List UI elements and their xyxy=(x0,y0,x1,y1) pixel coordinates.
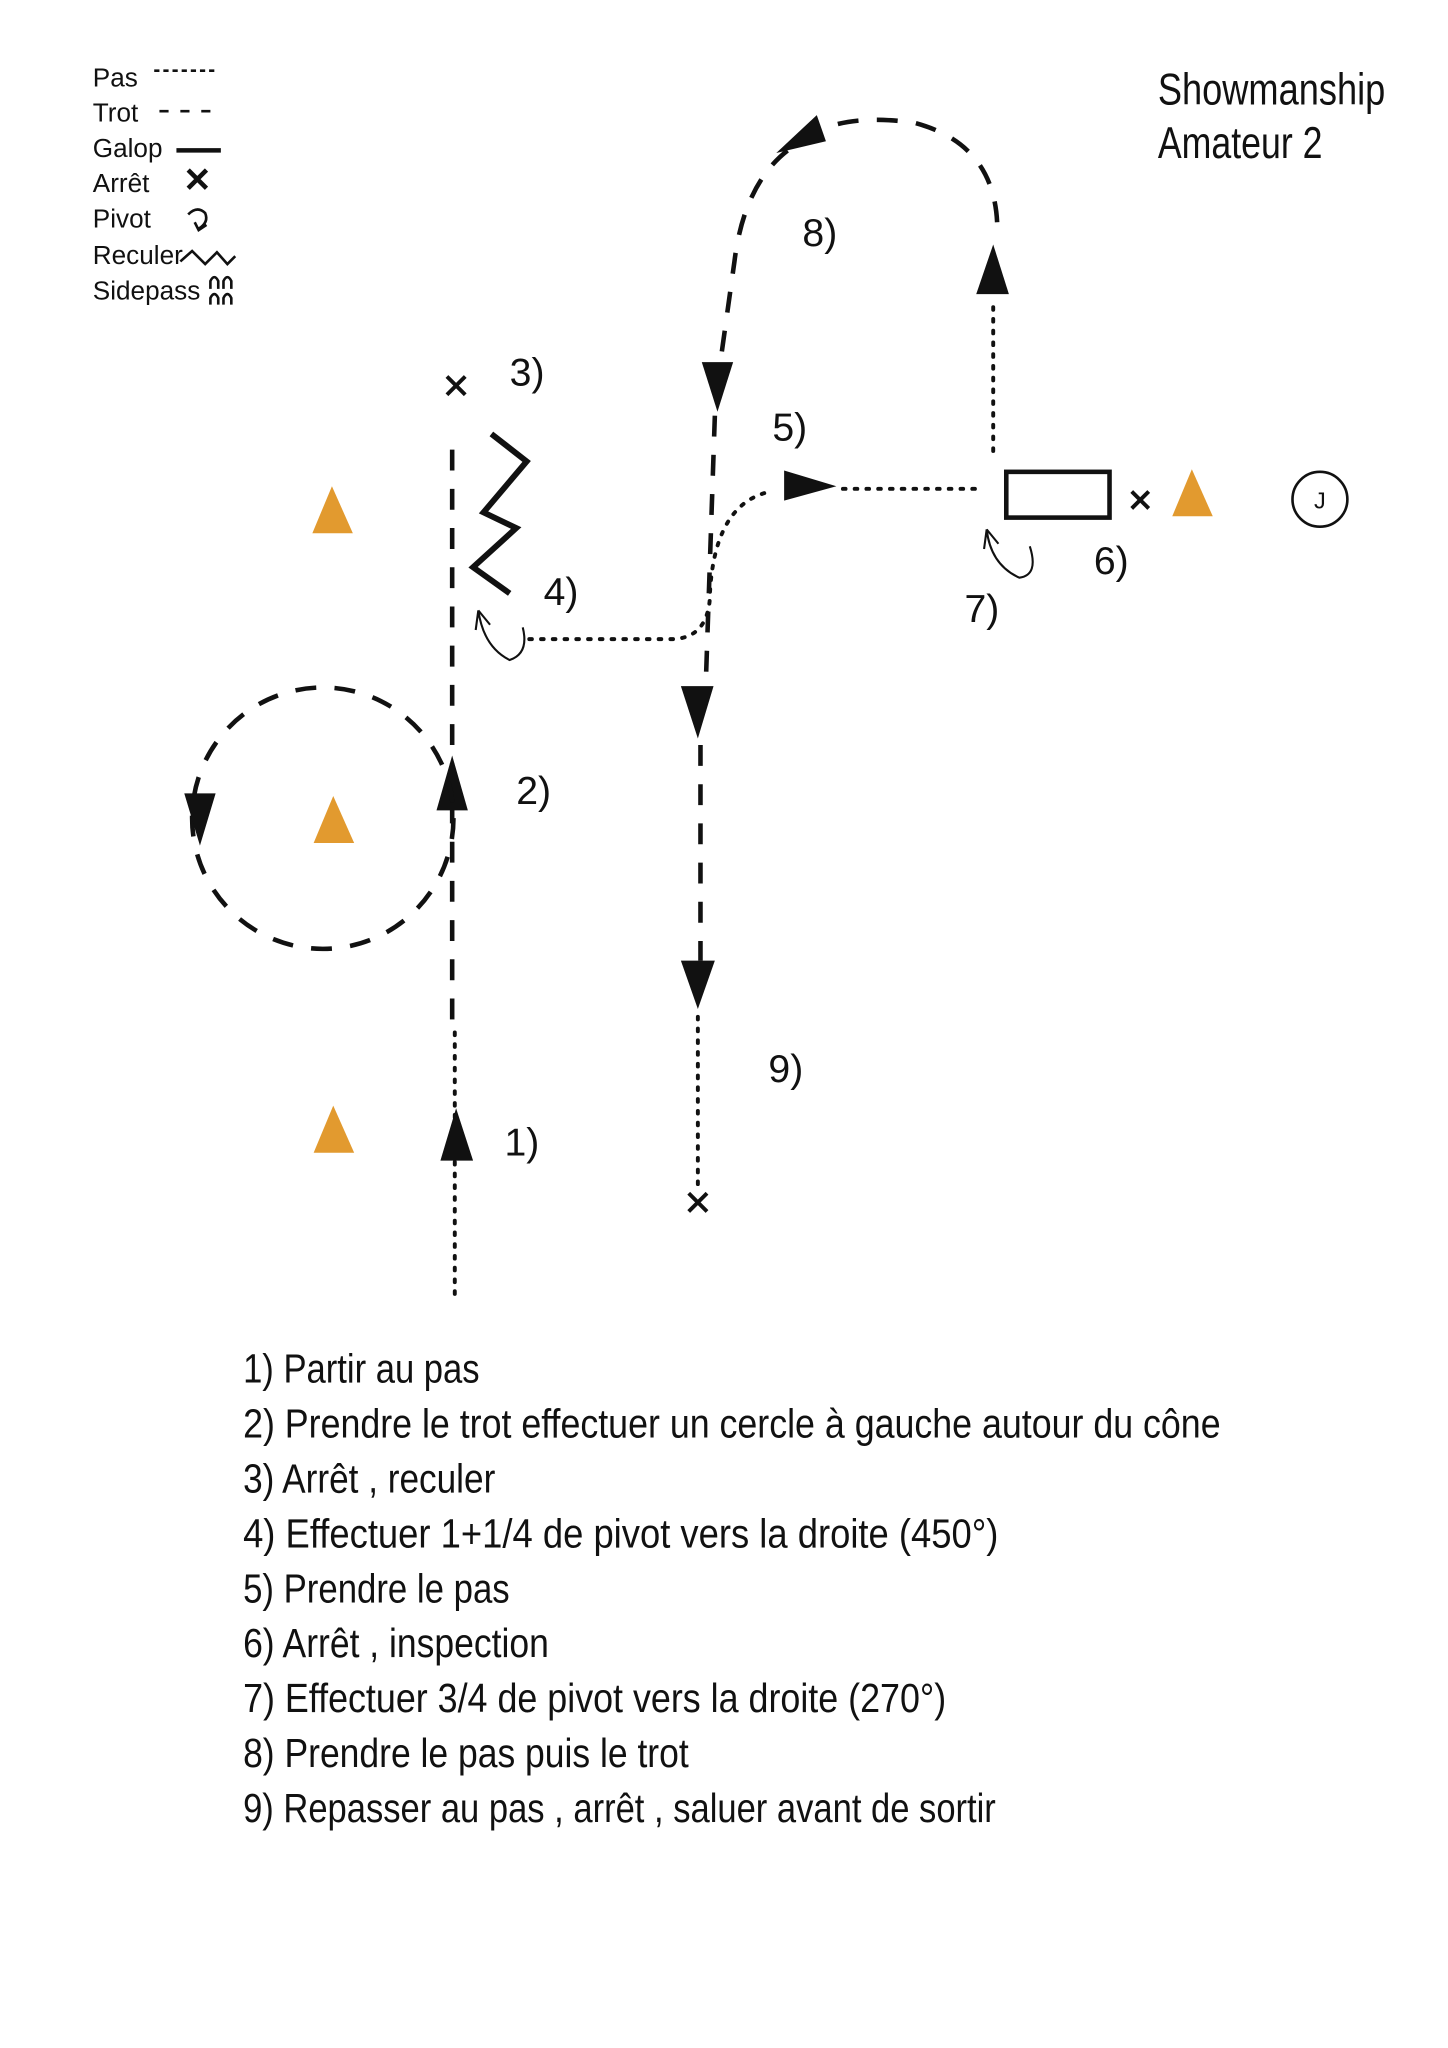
step-label-6: 6) xyxy=(1094,540,1129,583)
title-line-2: Amateur 2 xyxy=(1158,119,1323,168)
arrow-left-icon xyxy=(776,115,826,153)
path-trot-8 xyxy=(713,117,1000,393)
zigzag-icon xyxy=(179,249,237,266)
arrow-down-icon xyxy=(701,362,734,412)
instruction-item: 1) Partir au pas xyxy=(243,1346,480,1392)
arrow-down-icon xyxy=(680,960,715,1009)
instruction-item: 9) Repasser au pas , arrêt , saluer avan… xyxy=(243,1785,996,1831)
step-label-3: 3) xyxy=(510,352,545,395)
legend-label-galop: Galop xyxy=(93,133,163,163)
arrow-up-icon xyxy=(976,244,1009,295)
stop-x-icon xyxy=(1130,490,1151,510)
trot-circle xyxy=(189,685,456,952)
step-label-4: 4) xyxy=(544,571,579,614)
instruction-item: 8) Prendre le pas puis le trot xyxy=(243,1730,689,1776)
legend-label-reculer: Reculer xyxy=(93,240,183,270)
instruction-item: 7) Effectuer 3/4 de pivot vers la droite… xyxy=(243,1675,946,1721)
arrow-down-icon xyxy=(184,793,216,846)
legend: Pas Trot Galop Arrêt Pivot Reculer Sidep… xyxy=(93,62,237,305)
instruction-item: 2) Prendre le trot effectuer un cercle à… xyxy=(243,1401,1221,1447)
cone-icon xyxy=(312,486,353,534)
cone-icon xyxy=(313,1105,355,1153)
judge-circle xyxy=(1291,470,1349,529)
step-label-8: 8) xyxy=(802,212,837,255)
path-trot-8b xyxy=(703,415,718,687)
instruction-item: 4) Effectuer 1+1/4 de pivot vers la droi… xyxy=(243,1510,998,1556)
x-mark-icon xyxy=(186,168,209,190)
pivot-icon xyxy=(474,609,526,662)
sidepass-icon xyxy=(209,275,233,305)
instruction-item: 3) Arrêt , reculer xyxy=(243,1456,495,1502)
instruction-item: 6) Arrêt , inspection xyxy=(243,1620,549,1666)
step-label-1: 1) xyxy=(504,1121,539,1164)
step-label-7: 7) xyxy=(964,588,999,631)
arrow-right-icon xyxy=(784,470,837,501)
pivot-icon xyxy=(187,208,208,232)
arrow-up-icon xyxy=(436,755,468,811)
legend-label-trot: Trot xyxy=(93,98,139,128)
instructions-list: 1) Partir au pas 2) Prendre le trot effe… xyxy=(243,1346,1221,1831)
instruction-item: 5) Prendre le pas xyxy=(243,1565,510,1611)
pivot-icon xyxy=(983,528,1034,579)
judge-label: J xyxy=(1314,487,1326,513)
legend-label-pivot: Pivot xyxy=(93,203,152,233)
legend-label-arret: Arrêt xyxy=(93,168,150,198)
inspection-box xyxy=(1003,469,1112,520)
back-up-zigzag xyxy=(468,431,531,596)
arrow-up-icon xyxy=(440,1108,474,1161)
cone-icon xyxy=(1172,469,1213,517)
arrow-down-icon xyxy=(680,686,714,739)
legend-label-sidepass: Sidepass xyxy=(93,275,200,305)
title-line-1: Showmanship xyxy=(1158,66,1385,115)
step-label-9: 9) xyxy=(768,1048,803,1091)
step-label-2: 2) xyxy=(516,770,551,813)
step-label-5: 5) xyxy=(772,406,807,449)
stop-x-icon xyxy=(687,1191,709,1213)
legend-label-pas: Pas xyxy=(93,62,138,92)
cone-icon xyxy=(313,795,355,843)
stop-x-icon xyxy=(445,375,467,397)
path-walk-5 xyxy=(527,489,774,642)
